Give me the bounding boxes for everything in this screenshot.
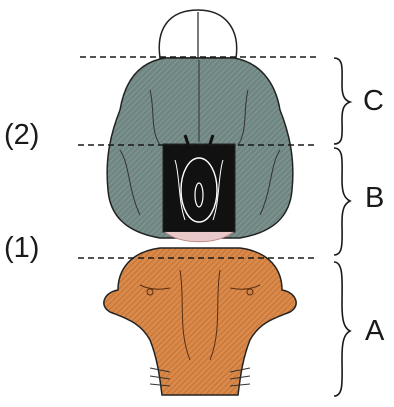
region-label-c: C xyxy=(363,87,384,116)
olfactory-lobes xyxy=(159,10,236,58)
braces xyxy=(334,58,350,396)
brace-c xyxy=(334,58,350,144)
section-marker-1: (1) xyxy=(4,234,39,263)
midbrain xyxy=(163,135,235,242)
region-label-a: A xyxy=(365,317,384,346)
brace-b xyxy=(334,148,350,255)
cerebellum xyxy=(104,248,296,395)
region-label-b: B xyxy=(365,184,384,213)
section-marker-2: (2) xyxy=(4,121,39,150)
brace-a xyxy=(334,262,350,396)
